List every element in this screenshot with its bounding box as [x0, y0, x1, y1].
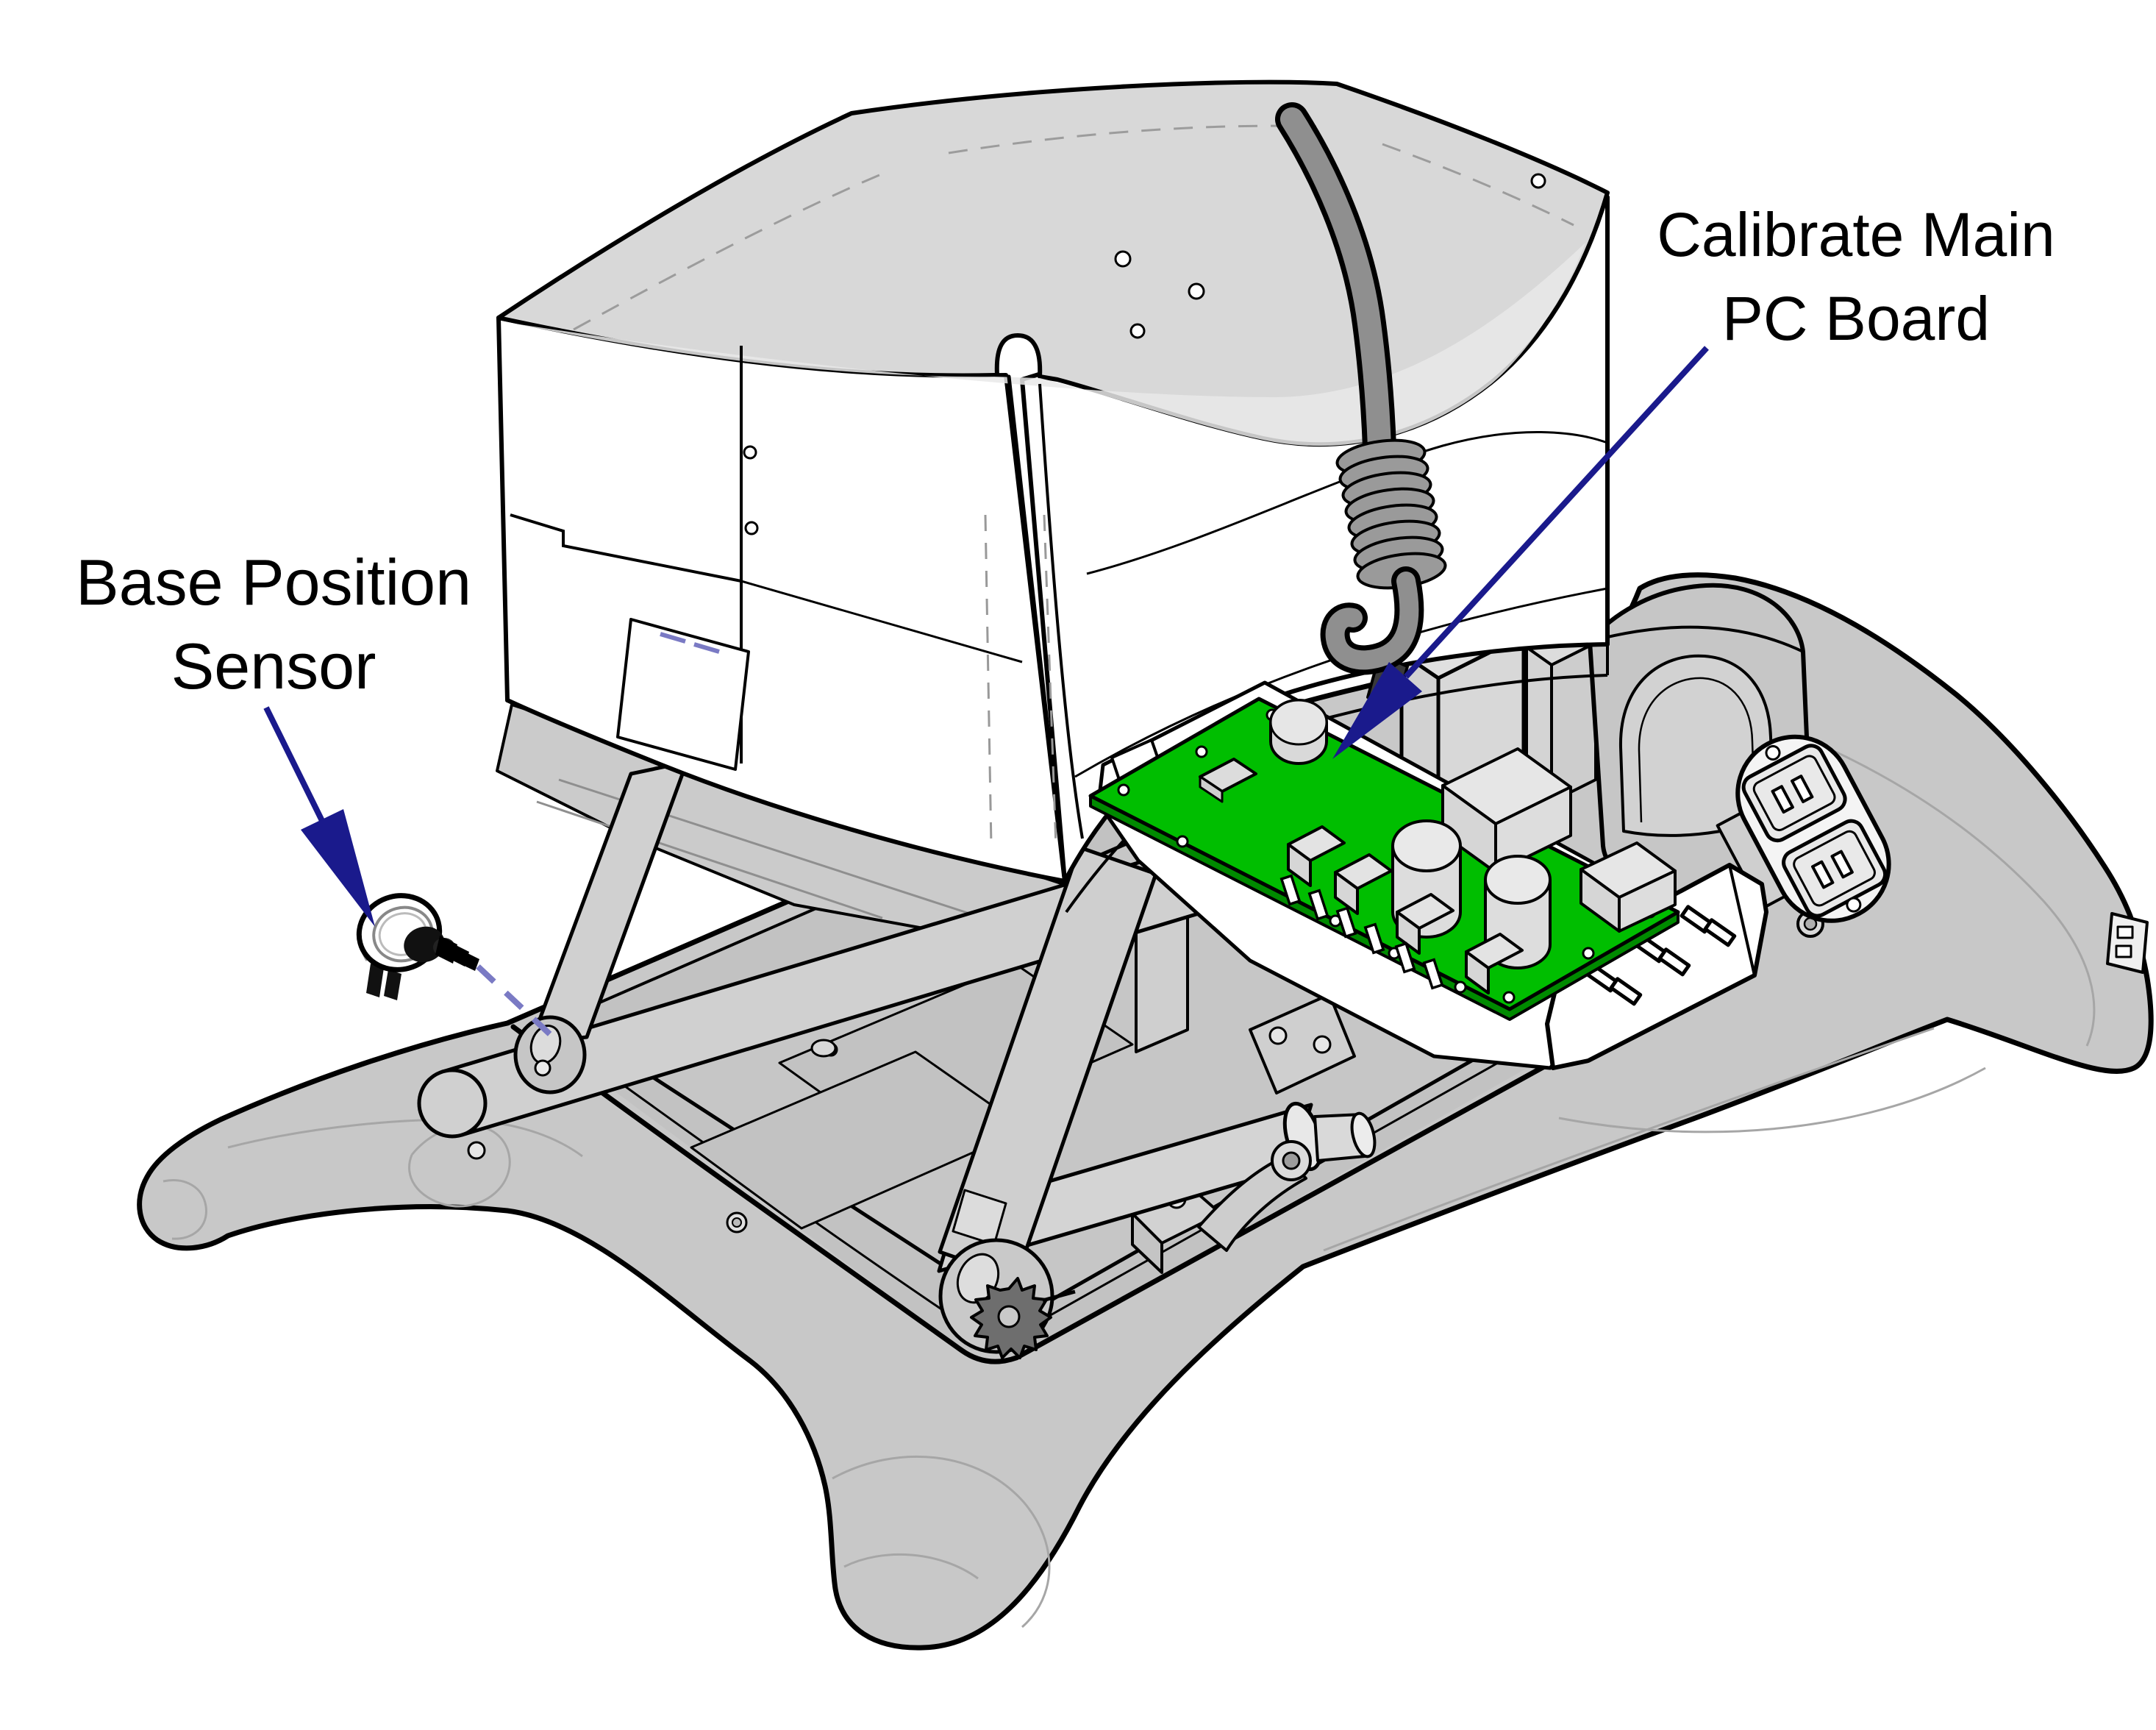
sensor-arrow-line — [263, 706, 329, 830]
edge-clip — [2106, 912, 2149, 974]
receptacle-1-slot-a — [1771, 785, 1794, 814]
board-arrow-line — [1404, 346, 1709, 679]
shroud-top-front-band — [515, 243, 1585, 446]
umbilical-cable — [1275, 102, 1447, 711]
sensor-shaft-3 — [461, 952, 479, 971]
connector-box-right — [1579, 841, 1677, 933]
ic-chip-edge — [1199, 775, 1224, 803]
pcb-components — [1199, 699, 1677, 994]
corner-edge-left — [1007, 374, 1067, 883]
transformer-window-inner — [1638, 677, 1756, 823]
pivot-boss-left-screw — [534, 1059, 552, 1077]
frame-stud — [810, 1039, 837, 1058]
cable-coil — [1335, 438, 1447, 590]
sensor-dashed-leader — [476, 964, 555, 1039]
cable-hook — [1325, 572, 1419, 670]
transformer-window — [1618, 654, 1775, 837]
chair-shroud — [496, 79, 1610, 914]
corner-edge-right — [1038, 383, 1084, 839]
transformer-top-edge — [1589, 625, 1804, 653]
arm-access-window — [616, 618, 750, 771]
pivot-link-pin — [1282, 1151, 1301, 1170]
toothed-washer-center — [997, 1305, 1021, 1328]
small-relays — [1287, 825, 1524, 994]
cable-tube — [1280, 107, 1391, 459]
board-label-line2: PC Board — [1722, 284, 1990, 353]
sensor-arrowhead — [301, 809, 375, 927]
receptacle-2-slot-a — [1810, 860, 1835, 889]
callouts — [263, 346, 1709, 1039]
sensor-tab-2 — [384, 969, 401, 1000]
sensor-label-line2: Sensor — [171, 630, 376, 702]
board-arrowhead — [1332, 662, 1422, 759]
top-mold-dashes — [573, 124, 1574, 331]
bracket-gusset — [1728, 864, 1756, 976]
outlet-screw-bottom — [1846, 897, 1862, 913]
receptacle-2-inner — [1793, 830, 1876, 907]
roller-stub-cap — [1350, 1111, 1377, 1158]
board-label-line1: Calibrate Main — [1657, 200, 2055, 269]
shroud-screws — [743, 173, 1546, 535]
receptacle-1-slot-b — [1791, 775, 1814, 803]
sensor-label-line1: Base Position — [76, 546, 471, 619]
outlet-screw-top — [1765, 744, 1781, 761]
window-leader-dashes — [660, 632, 720, 654]
header-pins — [1279, 874, 1444, 990]
round-cap-top — [1269, 699, 1328, 746]
labels: Base Position Sensor Calibrate Main PC B… — [76, 200, 2055, 702]
edge-clip-slot-1 — [2116, 925, 2134, 939]
carriage-bracket — [1249, 993, 1356, 1094]
receptacle-2-slot-b — [1830, 850, 1854, 879]
edge-clip-slot-2 — [2115, 944, 2132, 958]
receptacle-1-inner — [1752, 755, 1836, 832]
relay-on-board — [1441, 747, 1572, 874]
power-outlets — [1716, 734, 1891, 923]
base-position-sensor — [356, 893, 479, 1000]
pivot-link — [1197, 1155, 1307, 1252]
sensor-tab-1 — [366, 964, 384, 997]
washer-pin — [1042, 1289, 1076, 1303]
mount-block-front — [1131, 1212, 1163, 1274]
main-pc-board — [1088, 697, 1680, 1021]
frame-bolt-center — [732, 1217, 742, 1228]
recess-rim-outer — [510, 1024, 1547, 1364]
sensor-hub — [404, 926, 445, 963]
carriage-bolt-1 — [1268, 1026, 1288, 1045]
sensor-ring — [372, 905, 434, 963]
cross-arm-bolt — [467, 1141, 486, 1160]
cross-arm-end — [417, 1068, 488, 1139]
carriage-bolt-2 — [1313, 1035, 1332, 1054]
connector-bracket — [1545, 863, 1768, 1070]
